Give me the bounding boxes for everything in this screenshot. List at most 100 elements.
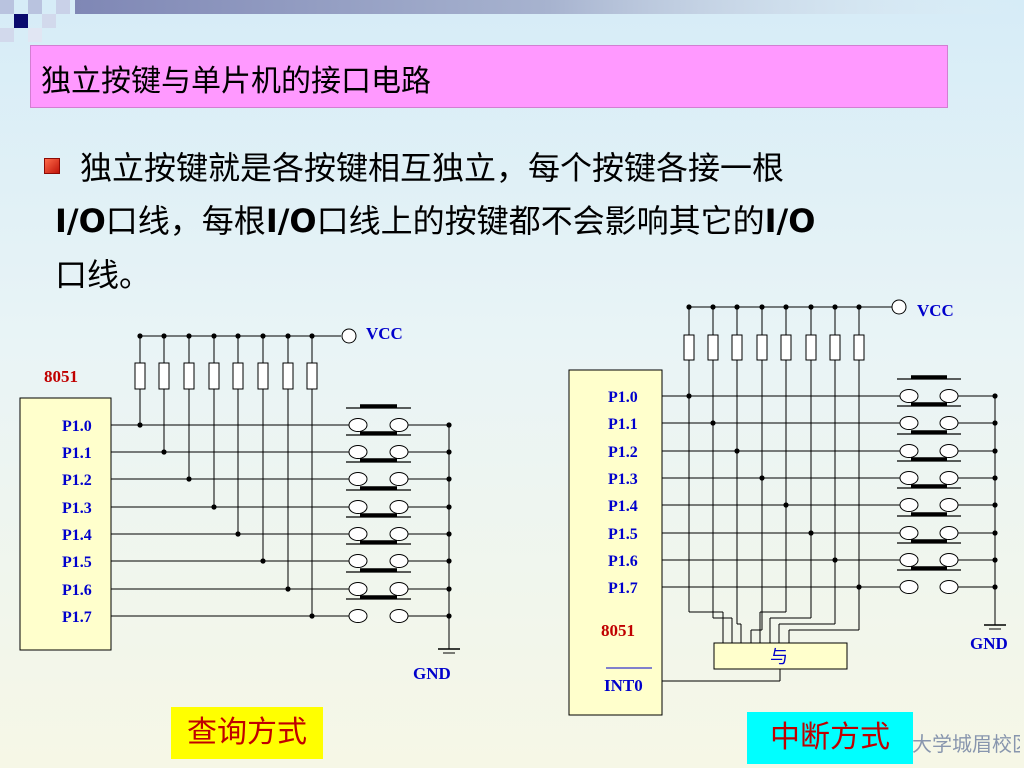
ground-symbol [984,624,1006,630]
button-contact [348,445,368,459]
push-button [897,484,961,512]
button-contact [899,444,919,458]
button-contact [348,472,368,486]
button-contact [899,471,919,485]
push-button [346,458,411,486]
resistor [158,362,170,390]
button-contact [389,609,409,623]
button-contact [899,498,919,512]
body-line-1: 独立按键就是各按键相互独立，每个按键各接一根 [80,149,785,187]
pin-label: P1.5 [608,526,638,543]
button-contact [899,416,919,430]
chip-8051 [568,369,663,716]
button-contact [939,444,959,458]
title-banner: 独立按键与单片机的接口电路 [30,45,948,108]
interrupt-circuit: 8051 INT0 P1.0P1.1P1.2P1.3P1.4P1.5P1.6P1… [568,299,1008,716]
button-contact [348,554,368,568]
corner-decoration [0,0,1024,42]
bullet-icon [44,158,60,174]
button-contact [389,554,409,568]
push-button [897,566,961,594]
push-button [346,513,411,541]
page-title: 独立按键与单片机的接口电路 [41,64,431,99]
io-term: I/O [265,202,317,240]
button-contact [899,389,919,403]
pin-label: P1.0 [608,389,638,406]
resistor [829,334,841,361]
push-button [346,486,411,514]
button-contact [389,418,409,432]
button-contact [939,580,959,594]
interrupt-caption: 中断方式 [747,712,913,764]
resistor [282,362,294,390]
button-contact [939,553,959,567]
gnd-label: GND [970,634,1008,653]
button-contact [389,445,409,459]
button-contact [348,527,368,541]
ground-symbol [438,648,460,654]
pin-label: P1.6 [608,553,638,570]
chip-label: 8051 [601,621,635,640]
button-contact [389,527,409,541]
button-contact [348,500,368,514]
button-contact [348,418,368,432]
int0-label: INT0 [604,676,643,695]
push-button [897,430,961,458]
push-button [897,512,961,540]
button-contact [939,416,959,430]
button-contact [939,526,959,540]
pin-label: P1.4 [608,498,638,515]
push-button [346,431,411,459]
vcc-terminal [891,299,907,315]
push-button [346,404,411,432]
vcc-label: VCC [917,301,954,320]
button-contact [899,580,919,594]
resistor [707,334,719,361]
button-contact [348,609,368,623]
io-term: I/O [764,202,816,240]
button-contact [939,389,959,403]
pin-label: P1.7 [62,609,92,626]
button-contact [348,582,368,596]
polling-circuit: 8051 P1.0P1.1P1.2P1.3P1.4P1.5P1.6P1.7 VC… [19,324,460,683]
button-contact [899,526,919,540]
push-button [897,457,961,485]
push-button [346,595,411,623]
resistor [306,362,318,390]
body-line-2: I/O口线，每根I/O口线上的按键都不会影响其它的I/O [55,196,815,242]
resistor [134,362,146,390]
button-contact [939,471,959,485]
body-text: 口线上的按键都不会影响其它的 [316,202,765,240]
push-button [346,540,411,568]
resistor [805,334,817,361]
and-gate [713,642,848,670]
pin-label: P1.3 [608,471,638,488]
resistor [853,334,865,361]
button-contact [939,498,959,512]
resistor [731,334,743,361]
gnd-label: GND [413,664,451,683]
push-button [897,539,961,567]
chip-label: 8051 [44,367,78,386]
pin-label: P1.5 [62,554,92,571]
resistor [183,362,195,390]
button-contact [389,582,409,596]
chip-8051 [19,397,112,651]
vcc-terminal [341,328,357,344]
pin-label: P1.2 [608,444,638,461]
resistor [257,362,269,390]
pin-label: P1.1 [608,416,638,433]
resistor [683,334,695,361]
resistor [780,334,792,361]
resistor [232,362,244,390]
io-term: I/O [55,202,106,240]
pin-label: P1.2 [62,472,92,489]
pin-label: P1.4 [62,527,92,544]
pin-label: P1.1 [62,445,92,462]
resistor [208,362,220,390]
body-text: 口线，每根 [105,202,266,240]
pin-label: P1.6 [62,582,92,599]
push-button [897,375,961,403]
body-line-3: 口线。 [55,256,152,294]
